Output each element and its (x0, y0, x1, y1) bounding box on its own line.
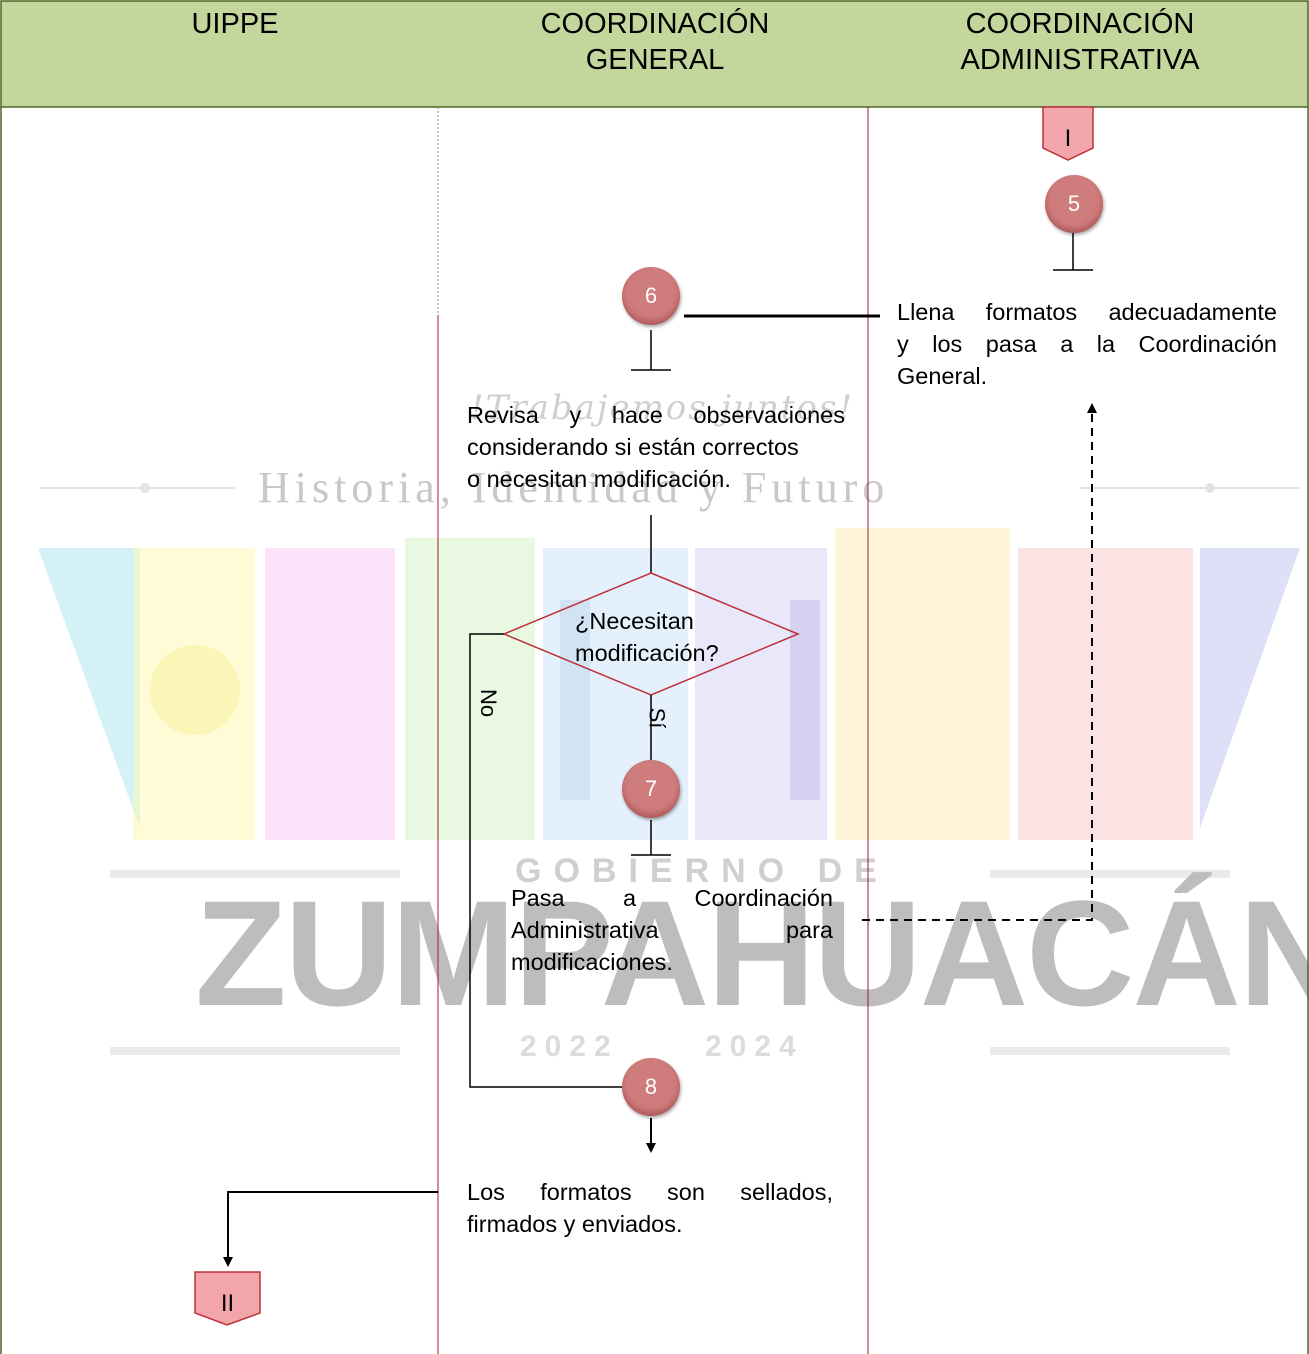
step-7-text: Pasa a Coordinación Administrativa para … (511, 885, 833, 975)
step-7-badge: 7 (622, 760, 680, 818)
decision-label: ¿Necesitan modificación? (575, 608, 719, 666)
offpage-connector-bottom: II (220, 1290, 235, 1317)
decision-yes-label: Sí (644, 707, 670, 729)
watermark-year-start: 2022 (520, 1030, 619, 1063)
lane-header-uippe: UIPPE (191, 8, 279, 40)
watermark-municipality: ZUMPAHUACÁN (195, 869, 1309, 1037)
watermark-gov-label: GOBIERNO DE (515, 852, 889, 890)
lane-header-coordinacion-general: COORDINACIÓN GENERAL (540, 8, 770, 76)
watermark-tagline: !Trabajemos juntos! (470, 388, 855, 428)
step-5-text: Llena formatos adecuadamente y los pasa … (897, 299, 1277, 389)
decision-no-label: No (476, 688, 502, 718)
step-6-text: Revisa y hace observaciones considerando… (467, 402, 845, 492)
step-5-badge: 5 (1045, 175, 1103, 233)
watermark-year-end: 2024 (705, 1030, 804, 1063)
offpage-connector-top: I (1064, 125, 1072, 152)
watermark-motto: Historia, Identidad y Futuro (258, 463, 890, 512)
step-8-badge: 8 (622, 1058, 680, 1116)
step-8-text: Los formatos son sellados, firmados y en… (467, 1179, 833, 1237)
lane-header-coordinacion-administrativa: COORDINACIÓN ADMINISTRATIVA (960, 8, 1200, 76)
step-6-badge: 6 (622, 267, 680, 325)
